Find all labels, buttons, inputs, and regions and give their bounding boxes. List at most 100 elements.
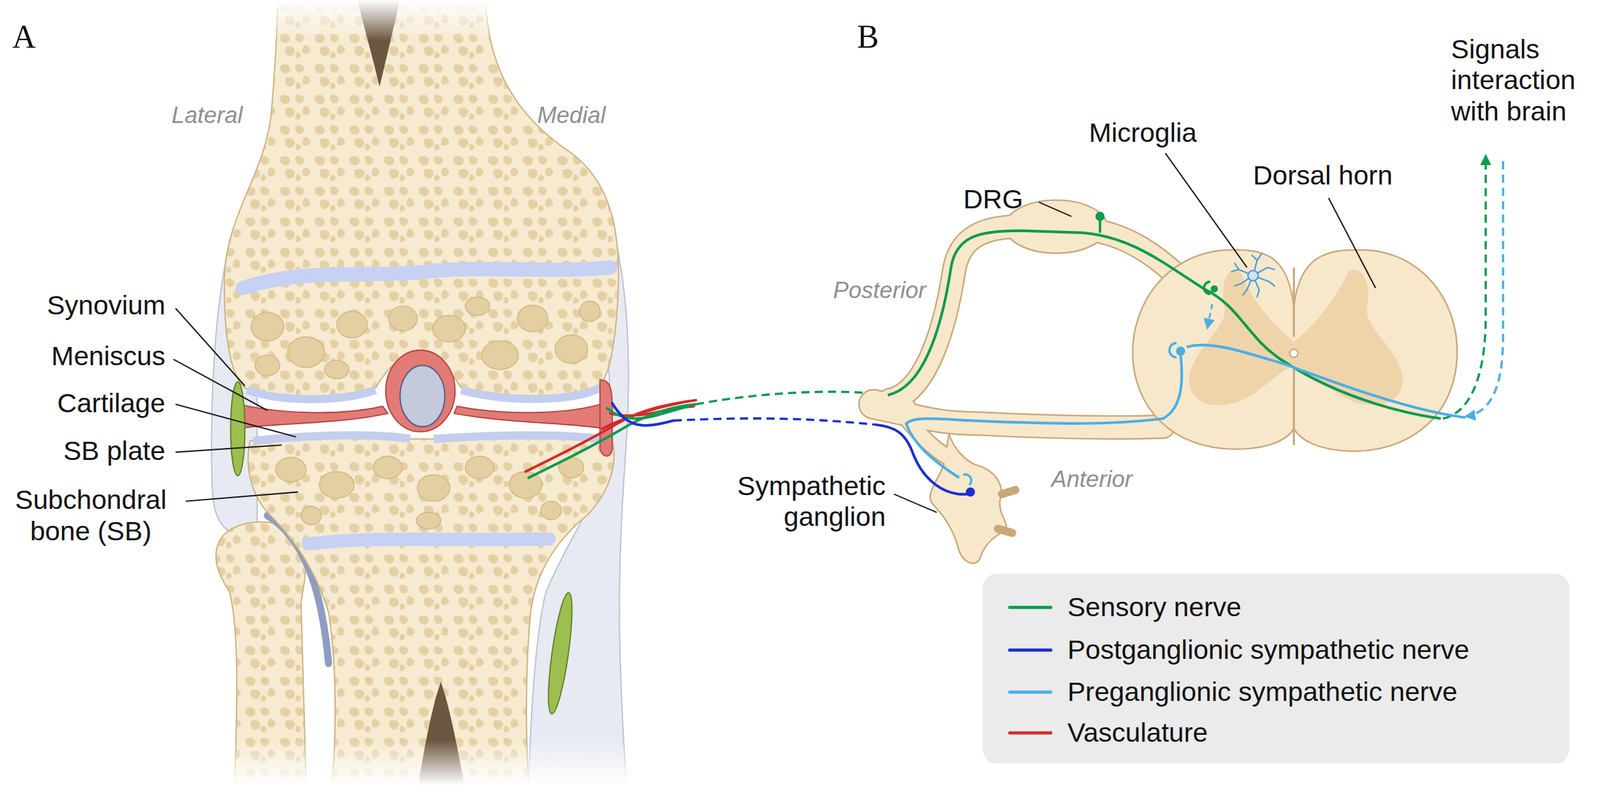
nerve-root-outline-part bbox=[873, 404, 903, 411]
trabecular-pore-part bbox=[373, 456, 403, 479]
nerve-root-part bbox=[873, 404, 903, 411]
trabecular-pore-part bbox=[319, 471, 354, 499]
legend-swatch-line bbox=[1009, 690, 1051, 694]
part-label: Cartilage bbox=[57, 387, 166, 419]
part-label: Dorsal horn bbox=[1253, 160, 1393, 191]
legend-panel bbox=[982, 573, 1570, 764]
orientation-label: Medial bbox=[537, 102, 606, 130]
leader-line-part bbox=[173, 359, 268, 411]
meniscus-part bbox=[385, 350, 456, 432]
legend-swatch bbox=[1008, 643, 1053, 657]
trabecular-pore-part bbox=[324, 360, 349, 379]
meniscus bbox=[234, 350, 613, 457]
trabecular-pore-part bbox=[250, 312, 284, 342]
leader-line-part bbox=[894, 493, 937, 512]
legend-text: Vasculature bbox=[1067, 717, 1208, 748]
meniscus-part bbox=[454, 403, 605, 430]
tibia bbox=[248, 436, 615, 785]
annotation-label: Signals interaction with brain bbox=[1451, 33, 1590, 127]
microglia-cell bbox=[1231, 254, 1275, 297]
trabecular-pore-part bbox=[555, 335, 588, 364]
part-label: Synovium bbox=[47, 289, 166, 321]
leader-line-part bbox=[1328, 198, 1376, 288]
part-label: DRG bbox=[963, 183, 1024, 215]
postganglionic-nerve bbox=[673, 418, 876, 425]
descending-signal bbox=[1465, 161, 1503, 417]
sensory-soma bbox=[1095, 212, 1105, 222]
growth-plate bbox=[308, 538, 550, 544]
nerve-bundle-part bbox=[528, 404, 696, 478]
orientation-label: Lateral bbox=[171, 102, 243, 130]
part-label: Meniscus bbox=[51, 340, 166, 372]
legend-swatch bbox=[1008, 685, 1053, 699]
trabecular-pore-part bbox=[540, 501, 562, 520]
trabecular-pore-part bbox=[579, 301, 601, 322]
microglia-cell-part bbox=[1248, 270, 1259, 281]
leader-line-part bbox=[1039, 202, 1072, 217]
trabecular-pore-part bbox=[275, 457, 307, 482]
nerve-bundle-part bbox=[612, 403, 674, 426]
cartilage-part bbox=[461, 387, 600, 400]
panel-letter: A bbox=[12, 18, 37, 56]
preganglionic-nerve bbox=[906, 355, 1182, 478]
cruciate-ligament bbox=[400, 365, 446, 427]
ascending-signal bbox=[1443, 154, 1486, 419]
trabecular-pore-part bbox=[481, 340, 519, 370]
legend-swatch bbox=[1008, 726, 1053, 740]
spinal-cord bbox=[1132, 249, 1457, 452]
synapse bbox=[1169, 343, 1177, 358]
grey-matter bbox=[1189, 269, 1404, 406]
legend-swatch-line bbox=[1009, 605, 1051, 609]
legend-item: Postganglionic sympathetic nerve bbox=[1008, 632, 1470, 668]
trabecular-pore-part bbox=[255, 355, 280, 376]
trabecular-pore-part bbox=[465, 456, 495, 479]
synovium bbox=[230, 381, 246, 476]
part-label: Microglia bbox=[1088, 117, 1197, 149]
fade bbox=[183, 0, 654, 41]
legend-swatch bbox=[1008, 601, 1053, 614]
trabecular-pore-part bbox=[336, 311, 368, 338]
legend-item: Sensory nerve bbox=[1008, 589, 1242, 625]
synovium bbox=[543, 591, 577, 716]
legend-swatch-line bbox=[1009, 730, 1051, 735]
trabecular-pore-part bbox=[465, 296, 491, 315]
growth-plate bbox=[242, 267, 610, 288]
synapse bbox=[1210, 285, 1218, 293]
trabecular-pore-part bbox=[417, 474, 450, 501]
leader-line-part bbox=[1165, 153, 1247, 268]
femur bbox=[224, 0, 619, 398]
trabecular-pore-part bbox=[509, 471, 543, 499]
legend-item: Preganglionic sympathetic nerve bbox=[1008, 674, 1458, 710]
orientation-label: Posterior bbox=[833, 277, 927, 305]
meniscus-part bbox=[234, 403, 388, 430]
legend-text: Preganglionic sympathetic nerve bbox=[1067, 676, 1457, 708]
leader-line-part bbox=[175, 444, 282, 452]
cartilage-part bbox=[247, 389, 376, 400]
meniscus-part bbox=[599, 379, 613, 457]
glial-signal bbox=[1207, 304, 1213, 329]
nerve-bundle bbox=[525, 400, 697, 479]
part-label: SB plate bbox=[63, 435, 166, 467]
trabecular-pore-part bbox=[389, 306, 418, 331]
fade bbox=[183, 739, 654, 785]
legend-text: Sensory nerve bbox=[1067, 591, 1242, 623]
leader-line-part bbox=[175, 404, 297, 437]
leader-line bbox=[173, 153, 1376, 513]
cartilage-part bbox=[252, 435, 410, 442]
trabecular-pore-part bbox=[288, 336, 326, 368]
panel-letter: B bbox=[857, 18, 880, 56]
orientation-label: Anterior bbox=[1050, 466, 1133, 494]
trabecular-pore-part bbox=[416, 512, 442, 529]
preganglionic-nerve bbox=[1186, 345, 1466, 418]
trabecular-pore-part bbox=[432, 315, 466, 342]
ganglion-branch bbox=[997, 490, 1016, 533]
sensory-nerve bbox=[1098, 220, 1102, 233]
central-canal bbox=[1290, 348, 1299, 358]
leader-line-part bbox=[185, 491, 299, 502]
postganglionic-nerve bbox=[875, 424, 967, 495]
trabecular-pore-part bbox=[301, 506, 322, 525]
synapse bbox=[1204, 281, 1211, 295]
part-label: Sympathetic ganglion bbox=[681, 470, 886, 533]
microglia-cell-part bbox=[1231, 254, 1275, 297]
